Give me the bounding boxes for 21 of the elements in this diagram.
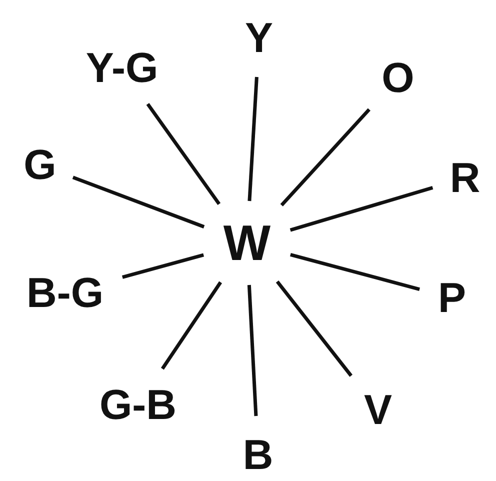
connector-line xyxy=(146,103,221,205)
color-label: O xyxy=(382,57,414,99)
color-label: P xyxy=(438,277,466,319)
color-label: G xyxy=(24,144,56,186)
color-label: W xyxy=(223,218,271,268)
connector-line xyxy=(248,76,258,202)
color-label: V xyxy=(364,389,392,431)
color-label: B-G xyxy=(26,272,104,314)
connector-line xyxy=(290,252,420,291)
color-label: R xyxy=(450,157,480,199)
connector-line xyxy=(280,108,370,206)
connector-line xyxy=(72,176,205,228)
color-label: B xyxy=(242,434,274,476)
connector-line xyxy=(276,280,352,377)
color-label: Y xyxy=(244,17,273,59)
color-label: G-B xyxy=(100,384,176,426)
color-label: Y-G xyxy=(86,47,158,89)
connector-line xyxy=(290,186,434,232)
connector-line xyxy=(247,284,258,416)
connector-line xyxy=(160,281,222,370)
connector-line xyxy=(122,253,204,279)
